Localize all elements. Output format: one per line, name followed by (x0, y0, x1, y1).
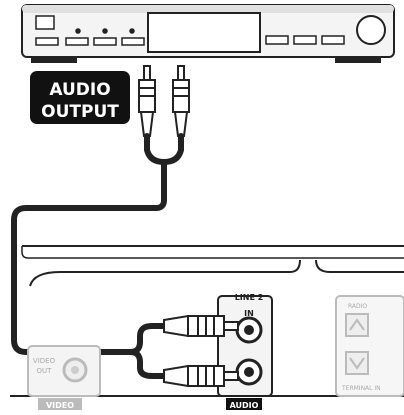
top-rca-plug-right (172, 65, 190, 137)
audio-label: AUDIO (230, 401, 259, 410)
in-label: IN (244, 309, 254, 318)
volume-knob (356, 15, 386, 45)
antenna-bottom-label: TERMINAL IN (341, 385, 381, 392)
line2-label: LINE 2 (235, 293, 264, 302)
video-out-jack: VIDEO OUT VIDEO (27, 345, 101, 410)
receiver-right-buttons (265, 35, 345, 45)
receiver-display (147, 12, 261, 53)
video-out-line2: OUT (37, 367, 53, 375)
bottom-rca-plug-lower (163, 364, 239, 388)
audio-output-line2: OUTPUT (41, 102, 119, 122)
top-rca-plug-left (138, 65, 156, 137)
audio-output-label: AUDIO OUTPUT (30, 71, 130, 124)
video-label: VIDEO (46, 401, 74, 410)
receiver-left-buttons (35, 15, 145, 46)
audio-cable (11, 133, 184, 379)
antenna-top-label: RADIO (348, 303, 367, 310)
bottom-rca-plug-upper (163, 314, 239, 338)
line2-input-panel: LINE 2 IN AUDIO (217, 293, 273, 410)
antenna-panel: RADIO TERMINAL IN (335, 295, 404, 397)
video-out-line1: VIDEO (33, 357, 56, 365)
audio-output-line1: AUDIO (49, 80, 110, 100)
